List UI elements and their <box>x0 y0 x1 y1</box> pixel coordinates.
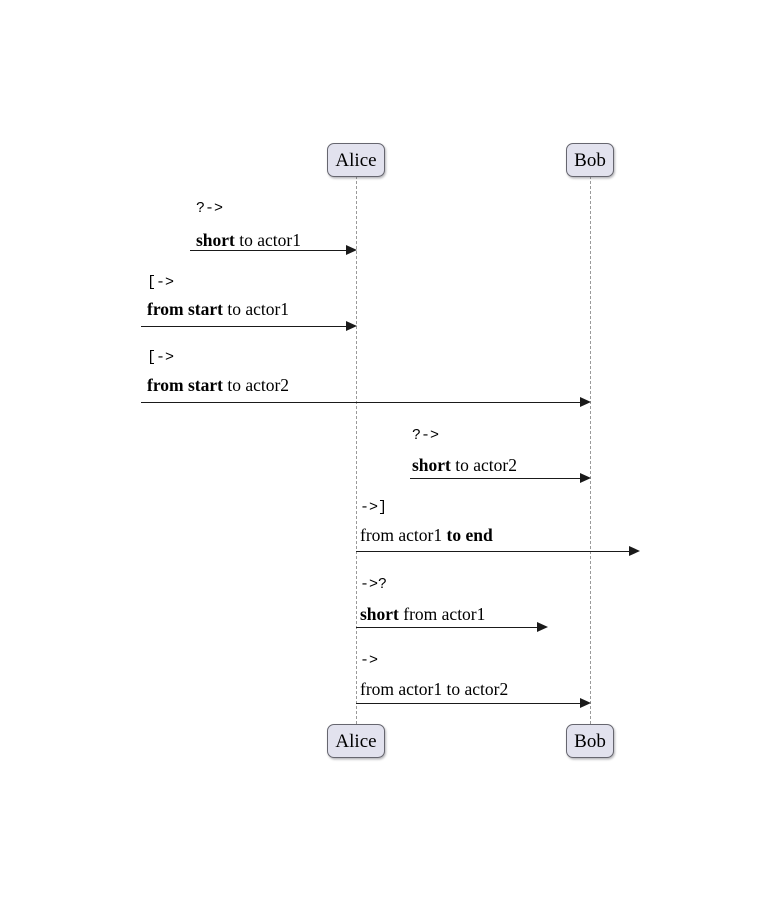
message-1-label-bold: short <box>196 230 235 250</box>
message-3-arrow-syntax: [-> <box>147 349 175 366</box>
actor-box-bob-top[interactable]: Bob <box>566 143 614 177</box>
message-3-label: from start to actor2 <box>147 376 289 394</box>
actor-box-alice-bottom[interactable]: Alice <box>327 724 385 758</box>
message-5-arrowhead <box>629 545 640 556</box>
message-2-label: from start to actor1 <box>147 300 289 318</box>
message-5-label-bold: to end <box>446 525 493 545</box>
lifeline-bob <box>590 176 591 724</box>
message-3-label-rest: to actor2 <box>222 375 290 395</box>
message-6-label-rest: from actor1 <box>398 604 486 624</box>
message-2-line[interactable] <box>141 326 346 327</box>
message-4-arrowhead <box>580 472 591 483</box>
message-1-line[interactable] <box>190 250 346 251</box>
message-2-label-bold: from start <box>147 299 223 319</box>
message-7-arrow-syntax: -> <box>360 652 379 669</box>
message-4-line[interactable] <box>410 478 580 479</box>
message-7-label: from actor1 to actor2 <box>360 680 508 698</box>
actor-box-bob-bottom[interactable]: Bob <box>566 724 614 758</box>
message-2-label-rest: to actor1 <box>222 299 290 319</box>
message-6-label: short from actor1 <box>360 605 485 623</box>
message-6-label-bold: short <box>360 604 399 624</box>
message-7-label-rest: from actor1 to actor2 <box>360 679 509 699</box>
message-7-arrowhead <box>580 697 591 708</box>
message-7-line[interactable] <box>356 703 580 704</box>
message-5-arrow-syntax: ->] <box>360 499 388 516</box>
actor-label-alice-bottom: Alice <box>335 730 377 752</box>
message-1-label-rest: to actor1 <box>234 230 301 250</box>
message-4-label: short to actor2 <box>412 456 517 474</box>
message-4-label-bold: short <box>412 455 451 475</box>
message-6-line[interactable] <box>356 627 537 628</box>
message-5-line[interactable] <box>356 551 629 552</box>
message-6-arrowhead <box>537 621 548 632</box>
message-3-arrowhead <box>580 396 591 407</box>
message-2-arrow-syntax: [-> <box>147 274 175 291</box>
actor-label-bob-top: Bob <box>574 149 606 171</box>
message-2-arrowhead <box>346 320 357 331</box>
message-5-label-rest: from actor1 <box>360 525 447 545</box>
message-1-label: short to actor1 <box>196 231 301 249</box>
message-6-arrow-syntax: ->? <box>360 576 388 593</box>
message-5-label: from actor1 to end <box>360 526 493 544</box>
message-4-label-rest: to actor2 <box>450 455 517 475</box>
message-1-arrowhead <box>346 244 357 255</box>
message-3-line[interactable] <box>141 402 580 403</box>
message-4-arrow-syntax: ?-> <box>412 427 440 444</box>
actor-label-alice-top: Alice <box>335 149 377 171</box>
lifeline-alice <box>356 176 357 724</box>
message-1-arrow-syntax: ?-> <box>196 200 224 217</box>
message-3-label-bold: from start <box>147 375 223 395</box>
actor-box-alice-top[interactable]: Alice <box>327 143 385 177</box>
actor-label-bob-bottom: Bob <box>574 730 606 752</box>
